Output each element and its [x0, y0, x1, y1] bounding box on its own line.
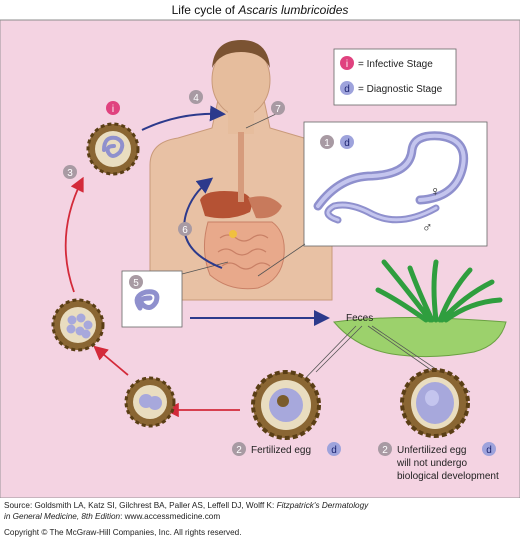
adult-diagnostic-text: d — [344, 138, 350, 149]
legend-diagnostic-symbol: d — [344, 84, 350, 95]
fertilized-diagnostic-text: d — [331, 445, 337, 456]
unfertilized-label-3: biological development — [397, 471, 499, 482]
legend-infective-symbol: i — [346, 59, 348, 70]
arrow-ingestion — [141, 105, 226, 131]
title-prefix: Life cycle of — [171, 3, 239, 17]
diagram-canvas: i d i d d d 1 2 2 3 4 5 6 7 = Infective … — [0, 19, 520, 498]
arrow-to-infective — [64, 176, 84, 293]
step-2b-badge — [378, 442, 392, 456]
intestines — [204, 221, 285, 290]
diagnostic-badge-unfertilized — [482, 442, 496, 456]
unfertilized-label-1: Unfertilized egg — [397, 445, 466, 456]
legend-infective-label: = Infective Stage — [358, 59, 433, 70]
diagnostic-badge-adults — [340, 135, 354, 149]
legend-box — [333, 48, 457, 106]
esophagus — [238, 132, 244, 202]
female-symbol: ♀ — [430, 183, 441, 199]
two-cell-egg — [124, 376, 176, 428]
diagnostic-badge-fertilized — [327, 442, 341, 456]
infective-badge — [106, 101, 120, 115]
legend-diagnostic-label: = Diagnostic Stage — [358, 84, 443, 95]
copyright-notice: Copyright © The McGraw-Hill Companies, I… — [4, 528, 242, 537]
arrow-migration — [183, 177, 223, 269]
infective-badge-text: i — [112, 104, 114, 115]
source-citation: Source: Goldsmith LA, Katz SI, Gilchrest… — [4, 500, 516, 522]
diagnostic-legend-badge — [340, 81, 354, 95]
male-symbol: ♂ — [422, 219, 433, 235]
step-6-badge — [178, 222, 192, 236]
step-1-text: 1 — [324, 138, 330, 149]
step-5-badge — [129, 275, 143, 289]
step-2a-badge — [232, 442, 246, 456]
unfertilized-diagnostic-text: d — [486, 445, 492, 456]
step-4-badge — [189, 90, 203, 104]
step-6-text: 6 — [182, 225, 188, 236]
step-1-badge — [320, 135, 334, 149]
source-suffix: : www.accessmedicine.com — [120, 512, 221, 521]
infective-egg — [86, 122, 140, 176]
diagram-title: Life cycle of Ascaris lumbricoides — [0, 0, 520, 20]
source-book: Fitzpatrick's Dermatology — [276, 501, 369, 510]
arrow-embryonation-2 — [93, 345, 129, 376]
human-figure — [149, 40, 333, 301]
step-5-text: 5 — [133, 278, 139, 289]
fertilized-label: Fertilized egg — [251, 445, 311, 456]
morula-egg — [51, 298, 105, 352]
title-species: Ascaris lumbricoides — [238, 3, 349, 17]
step-2b-text: 2 — [382, 445, 388, 456]
fertilized-egg — [251, 370, 321, 440]
grass-soil — [333, 259, 507, 358]
feces-label: Feces — [346, 313, 373, 324]
source-book-2: in General Medicine, 8th Edition — [4, 512, 121, 521]
unfertilized-label-2: will not undergo — [396, 458, 467, 469]
step-3-text: 3 — [67, 168, 73, 179]
step-3-badge — [63, 165, 77, 179]
stomach — [248, 196, 282, 219]
step-4-text: 4 — [193, 93, 199, 104]
step-7-badge — [271, 101, 285, 115]
larva — [134, 289, 160, 311]
infective-legend-badge — [340, 56, 354, 70]
source-prefix: Source: Goldsmith LA, Katz SI, Gilchrest… — [4, 501, 277, 510]
step-2a-text: 2 — [236, 445, 242, 456]
step-7-text: 7 — [275, 104, 281, 115]
unfertilized-egg — [400, 368, 470, 438]
